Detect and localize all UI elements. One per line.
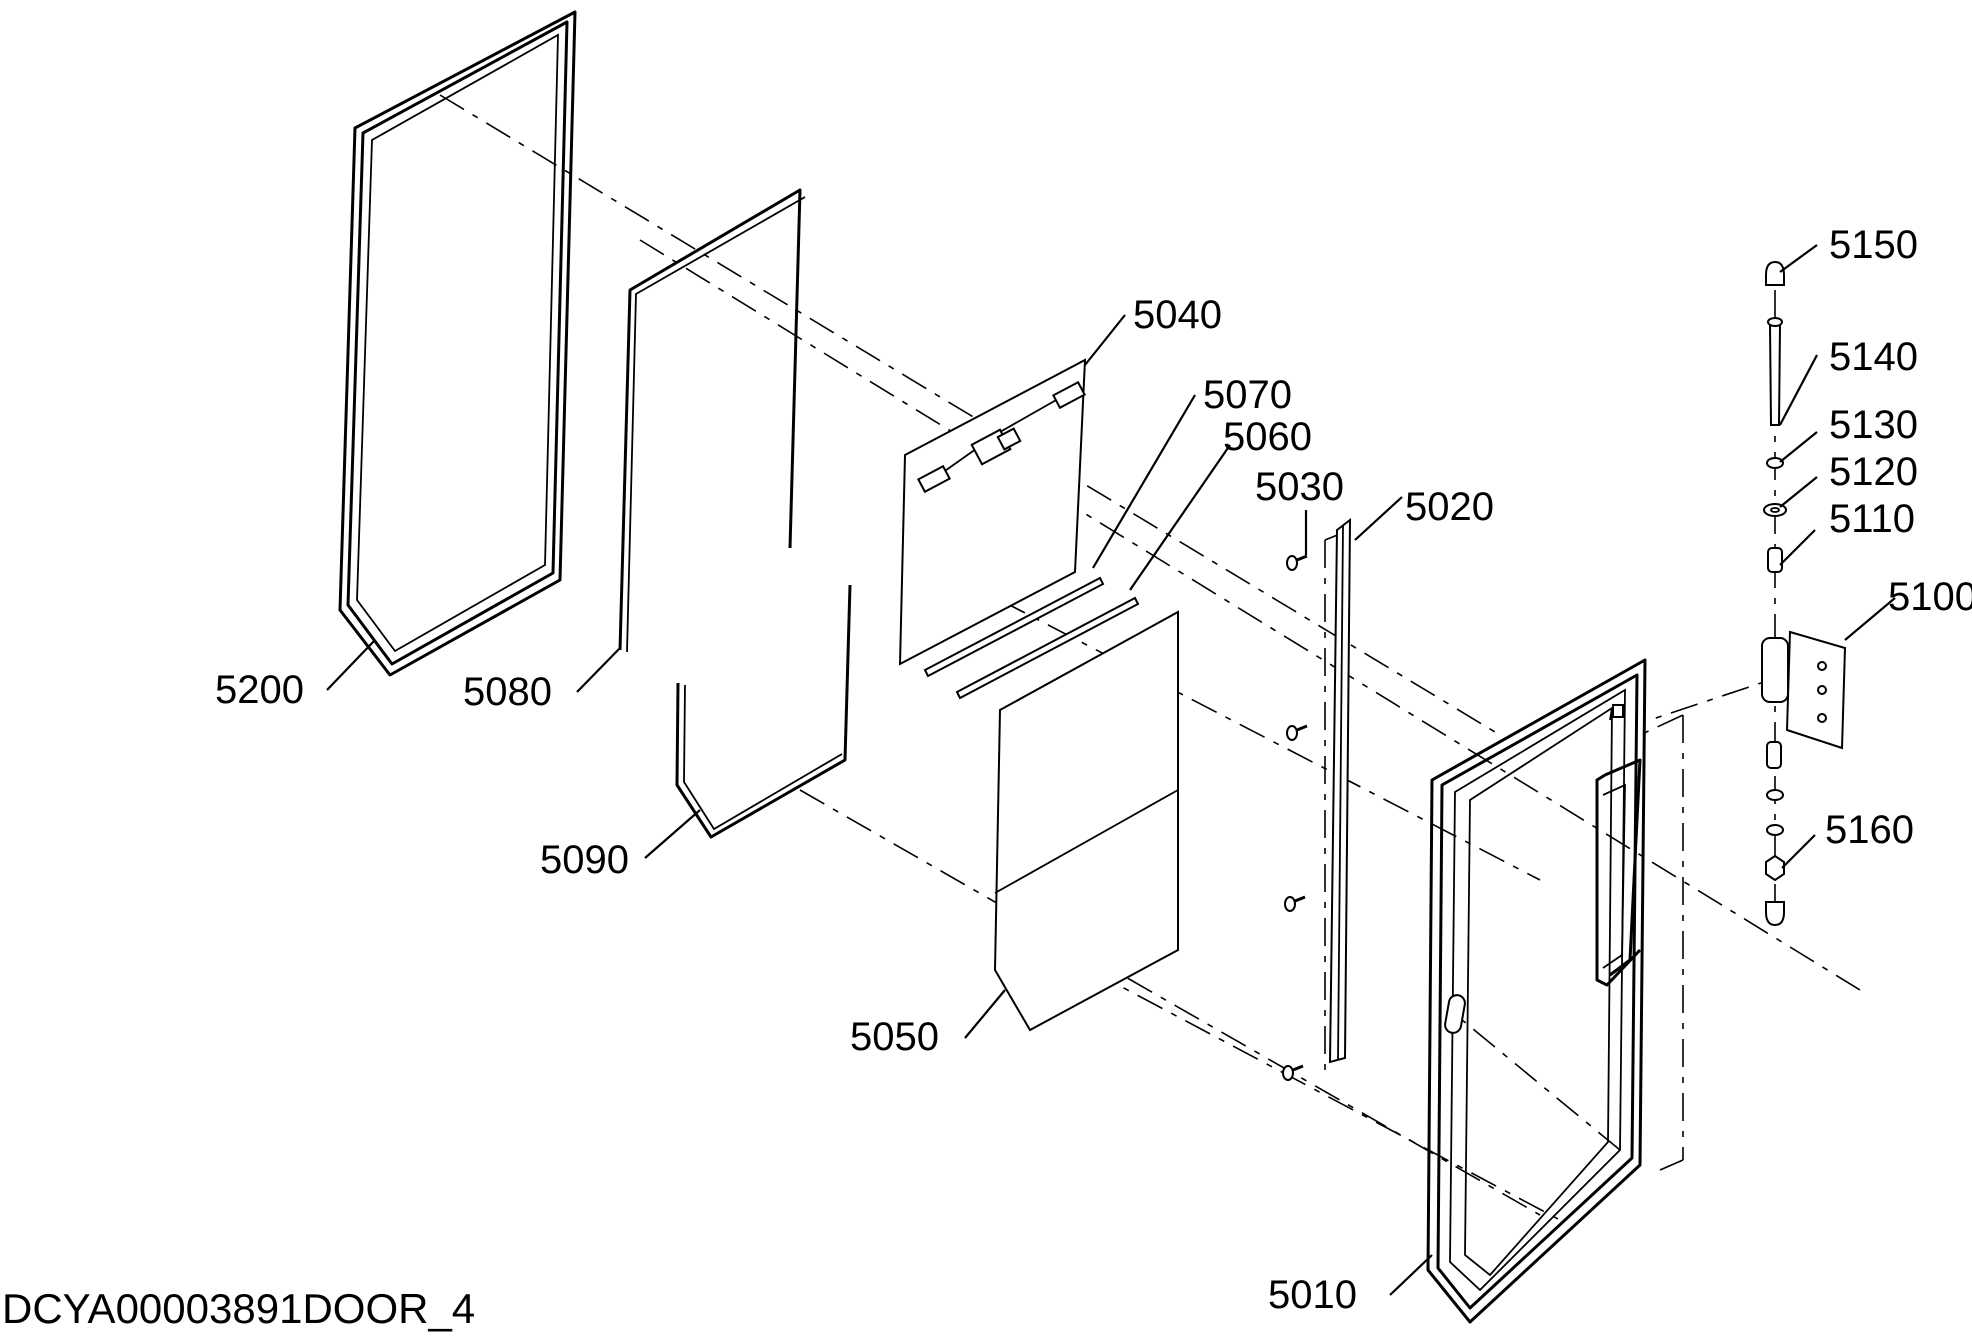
callout-5140: 5140 — [1829, 335, 1918, 379]
callout-5150: 5150 — [1829, 223, 1918, 267]
trim-strip-5060 — [955, 596, 1140, 700]
callout-5030: 5030 — [1255, 465, 1344, 509]
screw-icon — [1286, 724, 1308, 741]
callout-5160: 5160 — [1825, 808, 1914, 852]
callout-5040: 5040 — [1133, 293, 1222, 337]
hinge-plate-5100 — [1761, 630, 1847, 750]
callout-5080: 5080 — [463, 670, 552, 714]
hinge-assembly — [1761, 260, 1847, 927]
strip-5020 — [1328, 517, 1352, 1064]
callout-5050: 5050 — [850, 1015, 939, 1059]
nut-5160 — [1765, 854, 1785, 882]
screw-icon — [1286, 554, 1308, 571]
leader-lines — [326, 244, 1896, 1296]
screw-icon — [1284, 895, 1306, 912]
trim-strip-5070 — [923, 576, 1105, 678]
assembly-lines — [439, 94, 1861, 1221]
callout-5100: 5100 — [1888, 575, 1972, 619]
heater-wire-5090 — [675, 584, 852, 839]
glass-panel-5050 — [993, 610, 1179, 1032]
callout-5060: 5060 — [1223, 415, 1312, 459]
glass-panel-5040 — [898, 358, 1087, 666]
heater-wire-5080 — [618, 188, 806, 653]
drawing-id-caption: DCYA00003891DOOR_4 — [2, 1285, 475, 1332]
callout-5120: 5120 — [1829, 450, 1918, 494]
door-frame-5010 — [1426, 658, 1647, 1324]
screws-5030 — [1282, 554, 1308, 1081]
callout-5090: 5090 — [540, 838, 629, 882]
callout-5130: 5130 — [1829, 403, 1918, 447]
callout-5010: 5010 — [1268, 1273, 1357, 1317]
callout-5020: 5020 — [1405, 485, 1494, 529]
bushing-5110 — [1767, 547, 1783, 573]
washer-5130 — [1766, 457, 1784, 469]
callout-5070: 5070 — [1203, 373, 1292, 417]
callout-5110: 5110 — [1829, 497, 1915, 541]
screw-icon — [1282, 1064, 1304, 1081]
callout-labels: 5150 5140 5130 5120 5110 5100 5160 5040 … — [215, 223, 1972, 1317]
door-gasket-5200 — [338, 10, 577, 677]
pin-5140 — [1767, 317, 1783, 426]
callout-5200: 5200 — [215, 668, 304, 712]
cap-5150 — [1765, 260, 1785, 286]
